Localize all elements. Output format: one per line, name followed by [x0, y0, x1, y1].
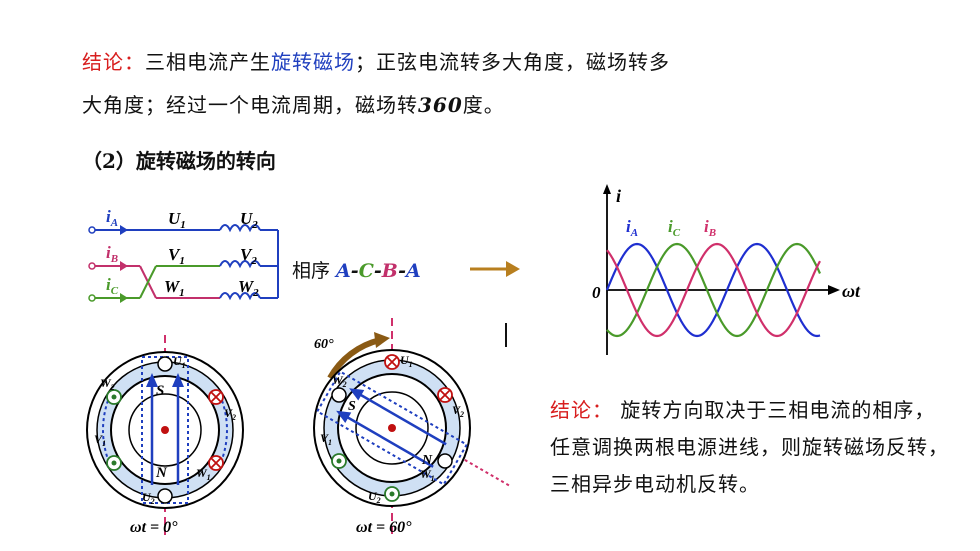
y-axis-label: i	[616, 186, 621, 206]
origin-label: 0	[592, 283, 601, 302]
coil-cross-v2	[208, 389, 224, 405]
curve-label-c: iC	[668, 217, 681, 239]
motor2-coil-label-u1: U1	[400, 353, 413, 369]
seq-c: C	[358, 260, 374, 282]
seq-dash-2: -	[373, 260, 382, 282]
conclusion-2-label: 结论：	[550, 398, 613, 422]
m2-coil-cross-u1	[384, 354, 400, 370]
pole-n-label: N	[155, 465, 168, 481]
curve-label-b: iB	[704, 217, 716, 239]
conclusion-line-2: 大角度；经过一个电流周期，磁场转360度。	[82, 89, 505, 118]
coil-dot-w2	[106, 389, 122, 405]
motor1-coil-label-u2: U2	[142, 490, 155, 506]
terminal-v1: V1	[168, 245, 185, 267]
motor1-coil-label-v1: V1	[94, 432, 106, 448]
m2-coil-dot-v1	[331, 453, 347, 469]
conclusion-text-1: 三相电流产生	[145, 50, 271, 74]
terminal-v2: V2	[240, 245, 257, 267]
current-c-label: iC	[106, 275, 119, 297]
current-waveform: i ωt 0 iA iC iB	[592, 184, 861, 355]
motor2-coil-label-w1: W1	[420, 467, 435, 483]
motor2-coil-label-v1: V1	[320, 431, 332, 447]
conclusion-2-line-2: 任意调换两根电源进线，则旋转磁场反转，	[550, 435, 949, 459]
phase-b-line	[88, 261, 220, 299]
curve-label-a: iA	[626, 217, 638, 239]
seq-dash-1: -	[350, 260, 359, 282]
m2-pole-s-label: S	[348, 399, 356, 414]
coil-dot-v1	[106, 455, 122, 471]
wave-b-curve	[606, 242, 821, 338]
conclusion-line-1: 结论：三相电流产生旋转磁场；正弦电流转多大角度，磁场转多	[82, 46, 670, 75]
conclusion-2-line-1: 结论： 旋转方向取决于三相电流的相序，	[550, 392, 949, 429]
phase-sequence: 相序 A-C-B-A	[292, 256, 421, 283]
conclusion-2-line-3: 三相异步电动机反转。	[550, 472, 760, 496]
wave-c-curve	[606, 242, 822, 338]
motor1-caption: ωt = 0°	[130, 519, 178, 535]
terminal-w1: W1	[164, 277, 185, 299]
divider-mark	[505, 323, 507, 347]
motor1-coil-label-v2: V2	[224, 406, 236, 422]
motor2-coil-label-u2: U2	[368, 489, 381, 505]
seq-a2: A	[406, 260, 421, 282]
motor1-coil-label-w1: W1	[196, 466, 211, 482]
terminal-u1: U1	[168, 209, 186, 231]
x-axis-label: ωt	[842, 281, 861, 301]
motor2-caption: ωt = 60°	[356, 519, 412, 536]
seq-dash-3: -	[398, 260, 407, 282]
angle-value: 360	[418, 93, 463, 117]
motor-diagram-60deg: 60° S N U1 V2 W2 U2 V1 W1 ωt = 60°	[313, 318, 511, 538]
conclusion-label: 结论：	[82, 50, 145, 74]
motor-diagram-0deg: S N U1 V2 W2 U2 V1 W1 ωt = 0°	[86, 335, 244, 535]
motor2-coil-label-v2: V2	[452, 403, 464, 419]
conclusion-text-4: 度。	[462, 93, 505, 117]
right-arrow-icon	[470, 261, 520, 277]
m2-coil-cross-v2	[437, 387, 453, 403]
m2-pole-n-label: N	[421, 453, 433, 468]
terminal-w2: W2	[238, 277, 259, 299]
section-title: （2）旋转磁场的转向	[82, 149, 276, 173]
wave-a-curve	[605, 242, 821, 338]
current-b-label: iB	[106, 243, 118, 265]
motor1-coil-label-u1: U1	[173, 354, 186, 370]
circuit-diagram: iA iB iC U1 U2 V1 V2 W1 W2	[88, 207, 279, 303]
conclusion-text-2: ；正弦电流转多大角度，磁场转多	[355, 50, 670, 74]
m2-coil-dot-u2	[384, 486, 400, 502]
coil-cross-w1	[208, 455, 224, 471]
terminal-u2: U2	[240, 209, 258, 231]
phase-sequence-label: 相序	[292, 260, 337, 282]
conclusion-text-3: 大角度；经过一个电流周期，磁场转	[82, 93, 418, 117]
conclusion-2-text-1: 旋转方向取决于三相电流的相序，	[613, 398, 936, 422]
phase-c-line	[88, 265, 220, 303]
conclusion-2: 结论： 旋转方向取决于三相电流的相序， 任意调换两根电源进线，则旋转磁场反转， …	[550, 392, 949, 503]
pole-s-label: S	[156, 383, 164, 399]
current-a-label: iA	[106, 207, 118, 229]
seq-a1: A	[336, 260, 351, 282]
motor2-coil-label-w2: W2	[332, 373, 347, 389]
rotation-angle-label: 60°	[314, 337, 334, 352]
phase-a-line	[88, 224, 278, 235]
seq-b: B	[381, 260, 399, 282]
rotating-field-highlight: 旋转磁场	[271, 50, 355, 74]
motor1-coil-label-w2: W2	[100, 376, 115, 392]
